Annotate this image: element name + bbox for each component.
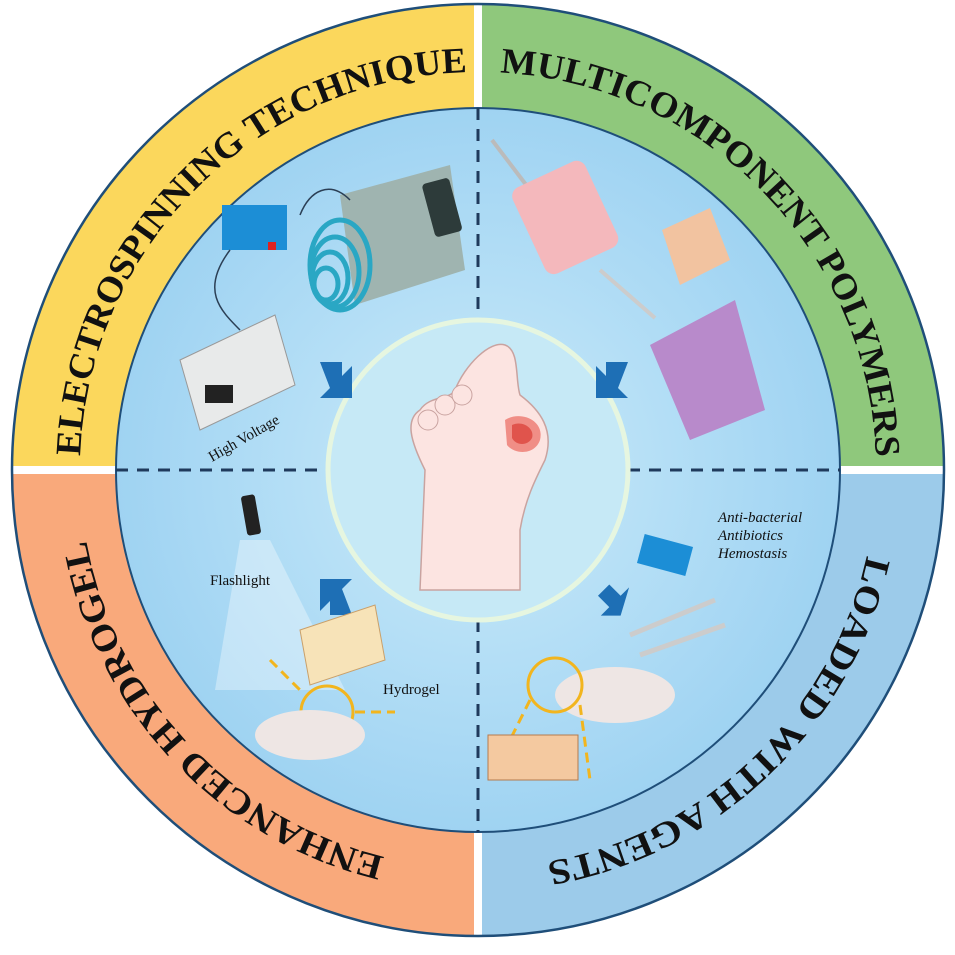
arrow-icon-bottom-left [320,579,352,615]
power-supply-icon [222,205,287,250]
mouse-icon [255,710,365,760]
agent-label-antibiotics: Antibiotics [717,528,783,544]
flashlight-label: Flashlight [210,573,271,589]
diabetic-foot-illustration [410,343,549,591]
syringe-icon [629,597,716,638]
power-supply-icon [636,534,694,576]
fiber-spiral-icon [307,217,373,313]
skin-tissue-icon [662,208,730,285]
multicomponent-illustration [490,138,765,440]
hydrogel-label: Hydrogel [383,682,440,698]
flashlight-icon [241,494,261,536]
arrow-icon-top-right [596,362,628,398]
mouse-icon [555,667,675,723]
syringe-icon [490,138,532,192]
arrow-icon-top-left [320,362,352,398]
arrow-icon-bottom-right [597,584,630,616]
agent-label-hemostasis: Hemostasis [717,546,787,562]
agents-illustration: Anti-bacterial Antibiotics Hemostasis [487,510,802,781]
arrows [320,362,630,616]
skin-layer-icon [487,734,579,781]
agent-label-antibacterial: Anti-bacterial [717,510,802,526]
fiber-mat-icon [650,300,765,440]
roller-drum-icon [512,160,619,275]
hydrogel-layer-icon [299,604,386,686]
hydrogel-illustration: Flashlight Hydrogel [210,494,440,760]
outer-border [10,2,946,938]
